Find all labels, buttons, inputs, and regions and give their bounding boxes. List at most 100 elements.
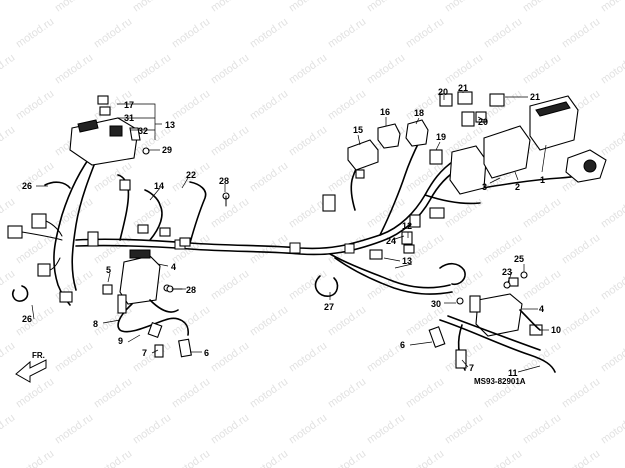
watermark-text: motod.ru bbox=[248, 304, 290, 339]
callout-20-left: 20 bbox=[438, 87, 448, 97]
switch-housing bbox=[69, 95, 141, 166]
watermark-text: motod.ru bbox=[248, 160, 290, 195]
watermark-text: motod.ru bbox=[404, 16, 446, 51]
callout-19: 19 bbox=[436, 132, 446, 142]
watermark-text: motod.ru bbox=[209, 0, 251, 14]
watermark-text: motod.ru bbox=[14, 448, 56, 468]
callout-14: 14 bbox=[154, 181, 164, 191]
callout-21-left: 21 bbox=[458, 83, 468, 93]
left-connectors bbox=[7, 179, 131, 303]
watermark-text: motod.ru bbox=[248, 376, 290, 411]
callout-21-right: 21 bbox=[530, 92, 540, 102]
watermark-text: motod.ru bbox=[287, 412, 329, 447]
watermark-text: motod.ru bbox=[560, 376, 602, 411]
watermark-text: motod.ru bbox=[14, 376, 56, 411]
watermark-text: motod.ru bbox=[0, 196, 17, 231]
watermark-text: motod.ru bbox=[209, 196, 251, 231]
callout-15: 15 bbox=[353, 125, 363, 135]
watermark-text: motod.ru bbox=[209, 412, 251, 447]
callout-26-top: 26 bbox=[22, 181, 32, 191]
watermark-text: motod.ru bbox=[443, 412, 485, 447]
watermark-text: motod.ru bbox=[365, 0, 407, 14]
watermark-text: motod.ru bbox=[365, 196, 407, 231]
callout-6-right: 6 bbox=[400, 340, 405, 350]
watermark-text: motod.ru bbox=[0, 268, 17, 303]
watermark-text: motod.ru bbox=[170, 16, 212, 51]
callout-27: 27 bbox=[324, 302, 334, 312]
watermark-text: motod.ru bbox=[599, 268, 625, 303]
callout-20-right: 20 bbox=[478, 117, 488, 127]
watermark-text: motod.ru bbox=[521, 0, 563, 14]
watermark-text: motod.ru bbox=[482, 448, 524, 468]
callout-13-bottom: 13 bbox=[402, 256, 412, 266]
callout-17: 17 bbox=[124, 100, 134, 110]
watermark-text: motod.ru bbox=[521, 196, 563, 231]
callout-26-bottom: 26 bbox=[22, 314, 32, 324]
direction-label: FR. bbox=[32, 351, 45, 360]
watermark-text: motod.ru bbox=[560, 232, 602, 267]
watermark-text: motod.ru bbox=[287, 268, 329, 303]
watermark-text: motod.ru bbox=[248, 88, 290, 123]
watermark-text: motod.ru bbox=[131, 52, 173, 87]
watermark-text: motod.ru bbox=[482, 16, 524, 51]
callout-16: 16 bbox=[380, 107, 390, 117]
watermark-text: motod.ru bbox=[53, 340, 95, 375]
callout-7-left: 7 bbox=[142, 348, 147, 358]
watermark-text: motod.ru bbox=[14, 304, 56, 339]
watermark-text: motod.ru bbox=[560, 16, 602, 51]
callout-28-upper: 28 bbox=[219, 176, 229, 186]
callout-7-right: 7 bbox=[469, 363, 474, 373]
watermark-text: motod.ru bbox=[248, 448, 290, 468]
callout-12: 12 bbox=[402, 221, 412, 231]
callout-23: 23 bbox=[502, 267, 512, 277]
watermark-text: motod.ru bbox=[443, 52, 485, 87]
ignition-coil-left bbox=[102, 249, 192, 358]
callout-31: 31 bbox=[124, 113, 134, 123]
watermark-text: motod.ru bbox=[131, 412, 173, 447]
leader-lines bbox=[31, 92, 549, 373]
callout-24: 24 bbox=[386, 236, 396, 246]
ignition-coil-right bbox=[428, 277, 556, 373]
callout-32: 32 bbox=[138, 126, 148, 136]
watermark-text: motod.ru bbox=[53, 52, 95, 87]
watermark-text: motod.ru bbox=[443, 0, 485, 14]
watermark-text: motod.ru bbox=[170, 448, 212, 468]
watermark-text: motod.ru bbox=[326, 16, 368, 51]
watermark-text: motod.ru bbox=[248, 232, 290, 267]
watermark-text: motod.ru bbox=[404, 376, 446, 411]
watermark-text: motod.ru bbox=[14, 88, 56, 123]
watermark-text: motod.ru bbox=[287, 124, 329, 159]
watermark-text: motod.ru bbox=[599, 412, 625, 447]
watermark-text: motod.ru bbox=[92, 448, 134, 468]
fasteners bbox=[142, 147, 528, 293]
callout-6-left: 6 bbox=[204, 348, 209, 358]
watermark-text: motod.ru bbox=[326, 448, 368, 468]
watermark-text: motod.ru bbox=[209, 340, 251, 375]
watermark-text: motod.ru bbox=[0, 52, 17, 87]
callout-3: 3 bbox=[482, 182, 487, 192]
watermark-text: motod.ru bbox=[560, 304, 602, 339]
watermark-text: motod.ru bbox=[560, 448, 602, 468]
watermark-text: motod.ru bbox=[209, 268, 251, 303]
watermark-text: motod.ru bbox=[0, 124, 17, 159]
callout-22: 22 bbox=[186, 170, 196, 180]
callout-4-right: 4 bbox=[539, 304, 544, 314]
watermark-text: motod.ru bbox=[365, 412, 407, 447]
callout-4-left: 4 bbox=[171, 262, 176, 272]
watermark-text: motod.ru bbox=[170, 304, 212, 339]
watermark-text: motod.ru bbox=[131, 340, 173, 375]
watermark-text: motod.ru bbox=[599, 124, 625, 159]
watermark-text: motod.ru bbox=[599, 52, 625, 87]
watermark-text: motod.ru bbox=[0, 0, 17, 14]
watermark-text: motod.ru bbox=[599, 196, 625, 231]
watermark-text: motod.ru bbox=[404, 160, 446, 195]
callout-1: 1 bbox=[540, 175, 545, 185]
watermark-text: motod.ru bbox=[131, 196, 173, 231]
callout-18: 18 bbox=[414, 108, 424, 118]
watermark-text: motod.ru bbox=[170, 88, 212, 123]
diagram-code: MS93-82901A bbox=[474, 377, 526, 386]
watermark-text: motod.ru bbox=[326, 88, 368, 123]
watermark-text: motod.ru bbox=[131, 0, 173, 14]
callout-numbers: 17 31 32 13 29 26 14 22 28 4 5 28 8 9 7 … bbox=[22, 83, 561, 378]
watermark-text: motod.ru bbox=[521, 412, 563, 447]
